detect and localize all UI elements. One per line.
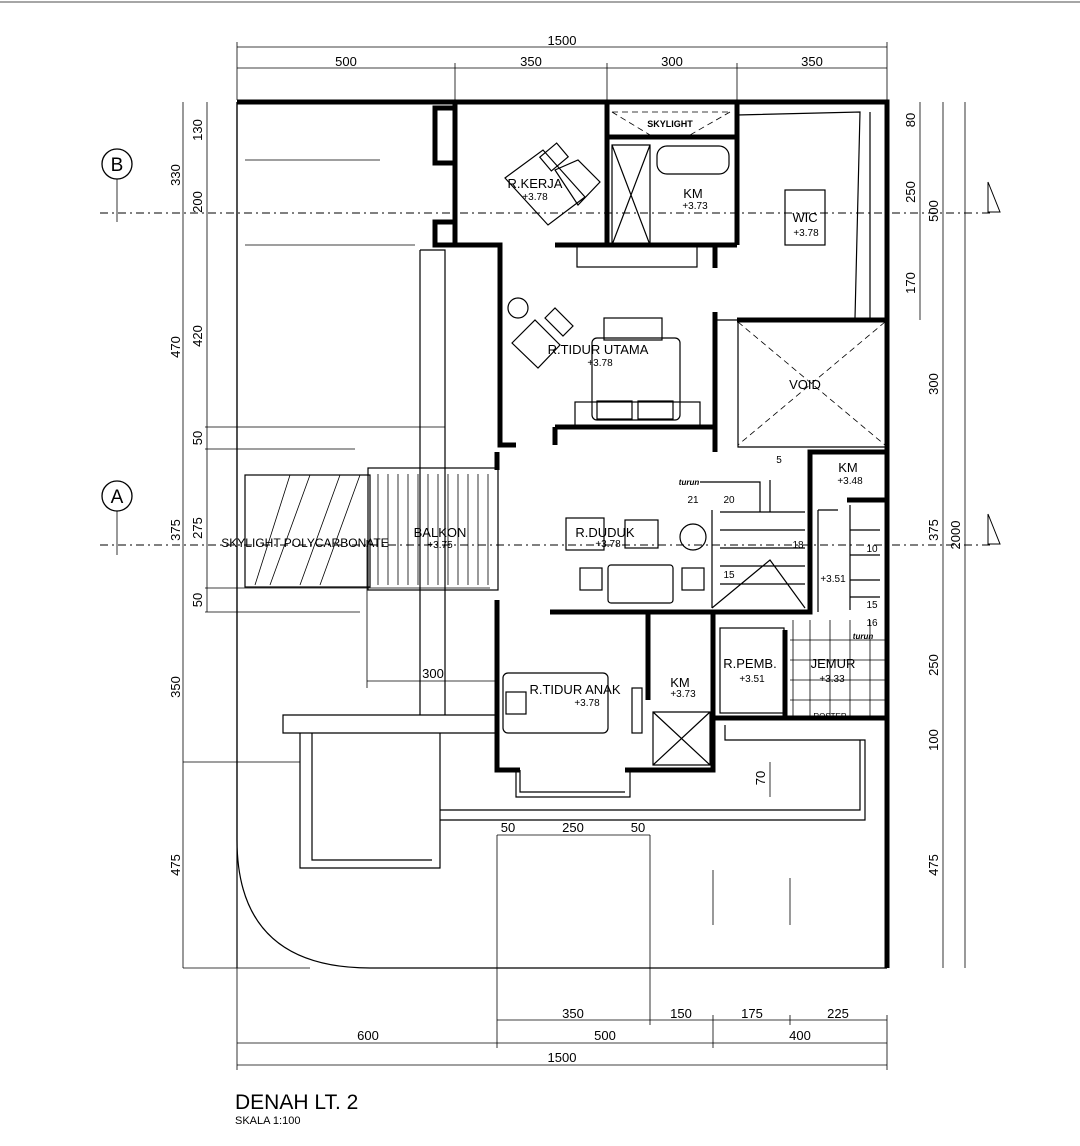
svg-text:375: 375 <box>168 519 183 541</box>
plan-title: DENAH LT. 2 <box>235 1091 358 1114</box>
room-labels: R.KERJA+3.78 KM+3.73 WIC+3.78 R.TIDUR UT… <box>221 119 878 721</box>
svg-text:16: 16 <box>866 618 878 629</box>
svg-text:150: 150 <box>670 1006 692 1021</box>
room-r-kerja: R.KERJA <box>508 176 563 191</box>
svg-text:130: 130 <box>190 119 205 141</box>
dimensions <box>182 42 966 1070</box>
svg-text:170: 170 <box>903 272 918 294</box>
svg-text:50: 50 <box>631 820 645 835</box>
svg-text:SKYLIGHT: SKYLIGHT <box>647 119 693 129</box>
svg-text:+3.73: +3.73 <box>682 201 708 212</box>
dimension-labels: 1500 500 350 300 350 330 470 375 350 475 13… <box>168 33 963 1065</box>
svg-text:475: 475 <box>926 854 941 876</box>
svg-text:B: B <box>111 155 124 176</box>
svg-text:200: 200 <box>190 191 205 213</box>
svg-text:350: 350 <box>520 54 542 69</box>
svg-text:470: 470 <box>168 336 183 358</box>
svg-text:80: 80 <box>903 113 918 127</box>
svg-text:300: 300 <box>422 666 444 681</box>
svg-text:VOID: VOID <box>789 377 821 392</box>
svg-text:20: 20 <box>723 495 735 506</box>
svg-text:turun: turun <box>853 632 874 641</box>
svg-text:475: 475 <box>168 854 183 876</box>
svg-text:330: 330 <box>168 164 183 186</box>
svg-text:50: 50 <box>501 820 515 835</box>
svg-text:1500: 1500 <box>548 1050 577 1065</box>
svg-text:SKYLIGHT POLYCARBONATE: SKYLIGHT POLYCARBONATE <box>221 536 388 550</box>
svg-text:500: 500 <box>594 1028 616 1043</box>
svg-text:R.PEMB.: R.PEMB. <box>723 656 776 671</box>
svg-text:500: 500 <box>335 54 357 69</box>
svg-text:250: 250 <box>903 181 918 203</box>
svg-text:225: 225 <box>827 1006 849 1021</box>
svg-text:+3.75: +3.75 <box>427 540 453 551</box>
svg-text:350: 350 <box>562 1006 584 1021</box>
svg-text:70: 70 <box>753 771 768 785</box>
svg-text:+3.78: +3.78 <box>574 698 600 709</box>
svg-text:5: 5 <box>776 455 782 466</box>
svg-text:R.DUDUK: R.DUDUK <box>575 525 635 540</box>
svg-text:18: 18 <box>792 540 804 551</box>
svg-text:KM: KM <box>670 675 690 690</box>
svg-text:BALKON: BALKON <box>414 525 467 540</box>
svg-text:100: 100 <box>926 729 941 751</box>
svg-text:2000: 2000 <box>948 521 963 550</box>
svg-text:+3.78: +3.78 <box>793 228 819 239</box>
grid-axis-a: A <box>100 480 1001 555</box>
svg-text:+3.78: +3.78 <box>595 539 621 550</box>
svg-text:175: 175 <box>741 1006 763 1021</box>
svg-text:ROSTER: ROSTER <box>813 712 847 721</box>
svg-text:+3.33: +3.33 <box>819 674 845 685</box>
svg-text:250: 250 <box>562 820 584 835</box>
svg-text:350: 350 <box>801 54 823 69</box>
svg-text:turun: turun <box>679 478 700 487</box>
svg-text:+3.78: +3.78 <box>587 358 613 369</box>
svg-text:15: 15 <box>866 600 878 611</box>
svg-text:50: 50 <box>190 593 205 607</box>
svg-text:+3.78: +3.78 <box>522 192 548 203</box>
svg-text:300: 300 <box>926 373 941 395</box>
svg-text:350: 350 <box>168 676 183 698</box>
svg-text:+3.48: +3.48 <box>837 476 863 487</box>
svg-text:JEMUR: JEMUR <box>811 656 856 671</box>
svg-text:R.TIDUR UTAMA: R.TIDUR UTAMA <box>548 342 649 357</box>
svg-text:275: 275 <box>190 517 205 539</box>
svg-text:15: 15 <box>723 570 735 581</box>
svg-text:WIC: WIC <box>792 210 817 225</box>
svg-text:+3.51: +3.51 <box>820 574 846 585</box>
svg-text:300: 300 <box>661 54 683 69</box>
svg-text:50: 50 <box>190 431 205 445</box>
plan-scale: SKALA 1:100 <box>235 1115 300 1127</box>
svg-text:R.TIDUR ANAK: R.TIDUR ANAK <box>529 682 620 697</box>
svg-text:+3.51: +3.51 <box>739 674 765 685</box>
svg-text:A: A <box>111 487 124 508</box>
staircase <box>700 480 880 612</box>
svg-text:500: 500 <box>926 200 941 222</box>
svg-text:250: 250 <box>926 654 941 676</box>
svg-text:400: 400 <box>789 1028 811 1043</box>
svg-text:10: 10 <box>866 544 878 555</box>
svg-text:600: 600 <box>357 1028 379 1043</box>
svg-text:420: 420 <box>190 325 205 347</box>
svg-text:21: 21 <box>687 495 699 506</box>
grid-axis-b: B <box>100 148 1001 222</box>
svg-text:375: 375 <box>926 519 941 541</box>
svg-text:+3.73: +3.73 <box>670 689 696 700</box>
svg-text:1500: 1500 <box>548 33 577 48</box>
walls <box>432 102 890 773</box>
svg-text:KM: KM <box>683 186 703 201</box>
svg-text:KM: KM <box>838 460 858 475</box>
